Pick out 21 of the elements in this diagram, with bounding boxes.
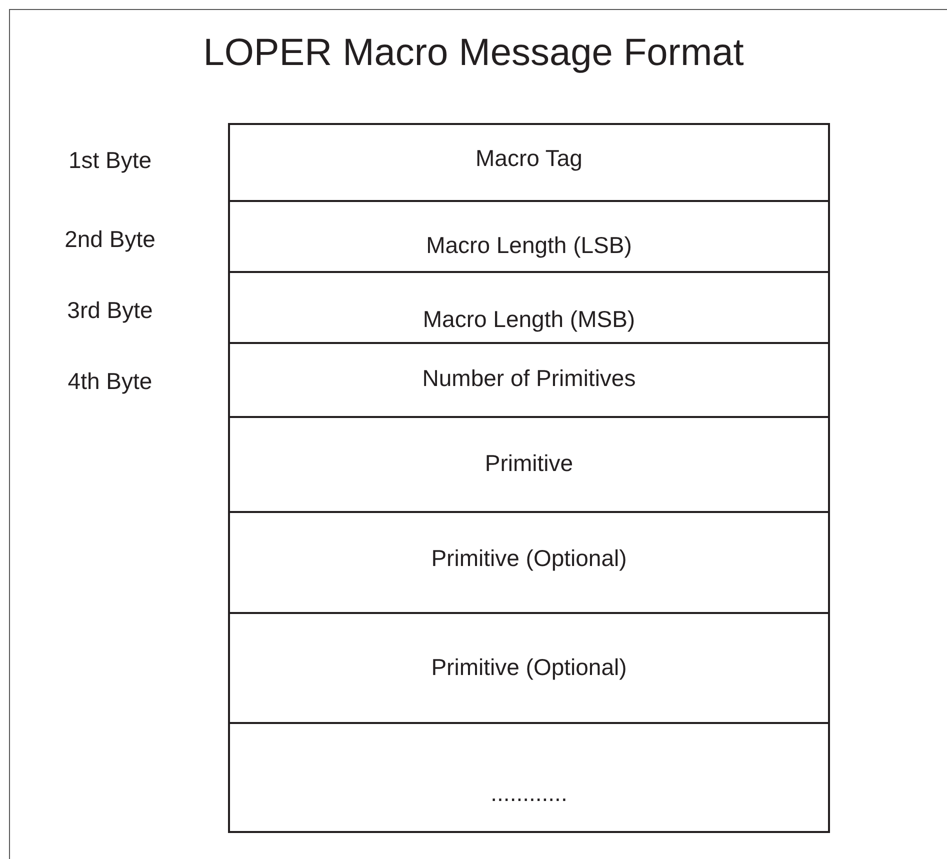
field-row (228, 342, 830, 416)
byte-label: 4th Byte (66, 368, 154, 395)
field-name: Primitive (Optional) (431, 545, 627, 573)
field-row (228, 123, 830, 200)
field-row (228, 200, 830, 271)
field-row (228, 511, 830, 612)
field-name: Macro Length (MSB) (422, 306, 636, 334)
field-name: Primitive (484, 450, 574, 478)
field-name: ............ (490, 780, 568, 808)
field-name: Macro Tag (476, 145, 582, 173)
byte-label: 2nd Byte (64, 226, 156, 253)
field-row (228, 612, 830, 722)
field-row (228, 416, 830, 511)
byte-label: 1st Byte (67, 147, 153, 174)
field-name: Primitive (Optional) (431, 654, 627, 682)
field-row (228, 271, 830, 342)
field-row (228, 722, 830, 833)
field-name: Macro Length (LSB) (426, 232, 632, 260)
byte-label: 3rd Byte (66, 297, 154, 324)
diagram-title: LOPER Macro Message Format (202, 32, 745, 75)
field-name: Number of Primitives (422, 365, 636, 393)
